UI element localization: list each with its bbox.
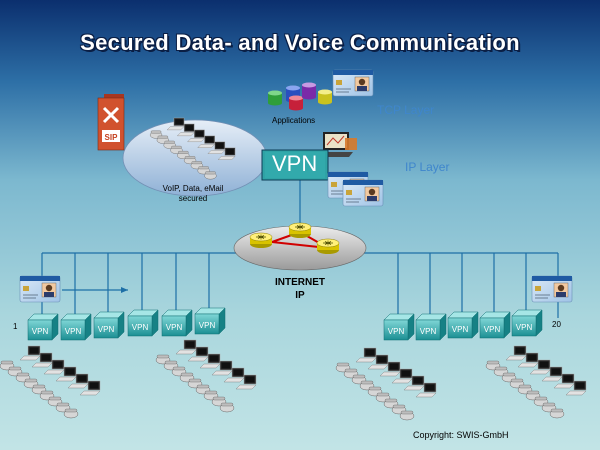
router-icon [288, 222, 312, 239]
vpn-site-icon [447, 311, 479, 339]
voip-label: VoIP, Data, eMail secured [148, 184, 238, 204]
vpn-site-icon [127, 309, 159, 337]
router-icon [316, 238, 340, 255]
tcp-layer-label: TCP Layer [377, 103, 435, 117]
ip-layer-label: IP Layer [405, 160, 450, 174]
database-stack-icon [268, 82, 332, 111]
workstation-cluster-icon [486, 346, 586, 418]
vpn-site-icon [194, 307, 226, 335]
site-first-number: 1 [13, 322, 18, 331]
voip-label-line2: secured [178, 194, 208, 203]
id-card-icon [332, 69, 374, 97]
vpn-site-icon [511, 309, 543, 337]
vpn-label: VPN [272, 151, 318, 176]
page-title: Secured Data- and Voice Communication [80, 30, 520, 55]
applications-label: Applications [272, 116, 316, 125]
vpn-site-icon [383, 313, 415, 341]
internet-label-line2: IP [295, 290, 305, 301]
vpn-site-icon [161, 309, 193, 337]
workstation-cluster-icon [0, 346, 100, 418]
vpn-site-icon [60, 313, 92, 341]
vpn-site-icon [27, 313, 59, 341]
workstation-cluster-icon [336, 348, 436, 420]
laptop-icon [319, 132, 357, 157]
vpn-gateway-icon [261, 149, 329, 181]
workstation-cluster-icon [156, 340, 256, 412]
sip-server-icon: SIP [97, 94, 125, 151]
voip-label-line1: VoIP, Data, eMail [162, 184, 224, 193]
id-card-icon [531, 275, 573, 303]
id-card-icon [342, 179, 384, 207]
router-icon [249, 232, 273, 249]
svg-text:SIP: SIP [105, 133, 119, 142]
internet-label-line1: INTERNET [275, 277, 325, 288]
copyright-text: Copyright: SWIS-GmbH [413, 430, 509, 440]
vpn-site-icon [415, 313, 447, 341]
site-last-number: 20 [552, 320, 561, 329]
id-card-icon [19, 275, 61, 303]
vpn-site-icon [93, 311, 125, 339]
vpn-site-icon [479, 311, 511, 339]
internet-label: INTERNET IP [262, 276, 338, 302]
